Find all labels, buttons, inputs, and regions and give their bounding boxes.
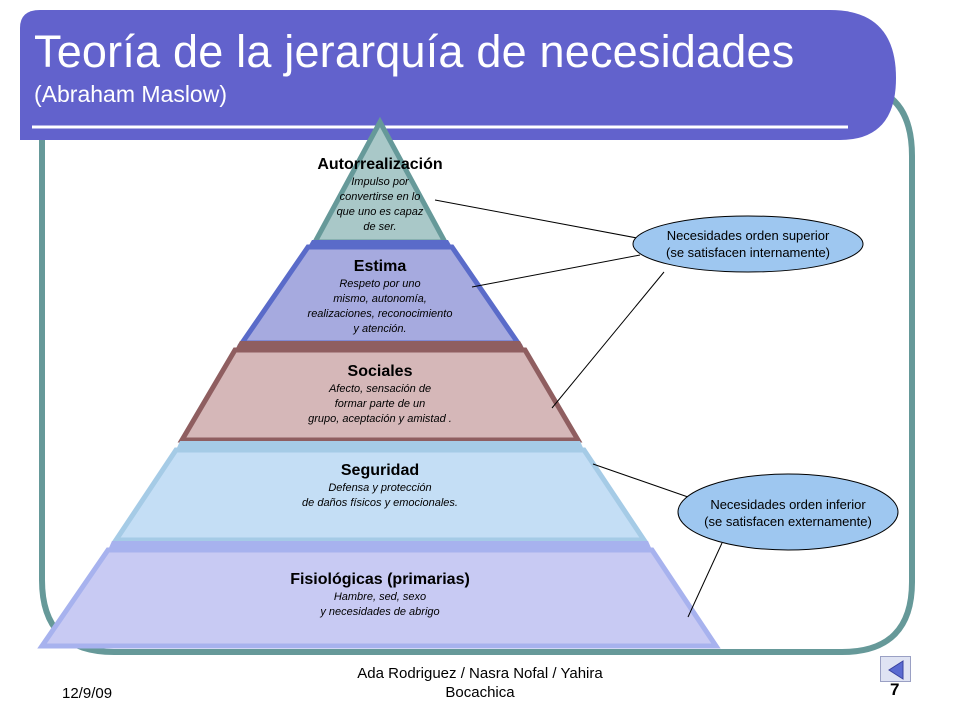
level-2-text: Estima Respeto por uno mismo, autonomía,… bbox=[270, 257, 490, 337]
callout-superior-text: Necesidades orden superior (se satisface… bbox=[638, 227, 858, 261]
pyramid-level-3-sociales bbox=[177, 347, 583, 443]
slide-title: Teoría de la jerarquía de necesidades bbox=[34, 26, 795, 77]
footer-date: 12/9/09 bbox=[62, 685, 113, 702]
footer-authors-line1: Ada Rodriguez / Nasra Nofal / Yahira bbox=[357, 665, 603, 682]
connector-inferior-1 bbox=[592, 463, 689, 498]
level-4-heading: Seguridad bbox=[340, 462, 420, 479]
level-2-heading: Estima bbox=[353, 258, 407, 275]
level-1-line: Impulso por bbox=[351, 176, 409, 188]
level-4-text: Seguridad Defensa y protección de daños … bbox=[240, 461, 520, 511]
triangle-left-icon bbox=[888, 660, 904, 680]
level-5-heading: Fisiológicas (primarias) bbox=[290, 571, 470, 588]
level-3-text: Sociales Afecto, sensación de formar par… bbox=[255, 362, 505, 427]
level-5-line: y necesidades de abrigo bbox=[320, 606, 440, 618]
level-3-line: Afecto, sensación de bbox=[328, 383, 432, 395]
title-block: Teoría de la jerarquía de necesidades (A… bbox=[34, 26, 894, 108]
callout-superior-line1: Necesidades orden superior bbox=[666, 228, 830, 243]
callout-inferior-bubble bbox=[677, 473, 899, 551]
level-3-line: formar parte de un bbox=[334, 398, 426, 410]
connector-superior-1 bbox=[434, 199, 638, 239]
level-1-line: convertirse en lo bbox=[339, 191, 421, 203]
callout-inferior-line1: Necesidades orden inferior bbox=[710, 497, 866, 512]
level-1-text: Autorrealización Impulso por convertirse… bbox=[280, 155, 480, 235]
level-1-line: de ser. bbox=[363, 221, 397, 233]
level-5-text: Fisiológicas (primarias) Hambre, sed, se… bbox=[230, 570, 530, 620]
level-2-line: realizaciones, reconocimiento bbox=[307, 308, 453, 320]
callout-superior-bubble bbox=[632, 215, 864, 273]
pyramid-level-4-seguridad bbox=[111, 447, 649, 543]
previous-slide-button[interactable] bbox=[880, 656, 911, 682]
connector-superior-3 bbox=[551, 271, 665, 409]
level-5-line: Hambre, sed, sexo bbox=[333, 591, 427, 603]
connector-superior-2 bbox=[471, 254, 641, 288]
level-1-heading: Autorrealización bbox=[317, 156, 443, 173]
pyramid-level-5-fisiologicas bbox=[37, 547, 721, 649]
level-2-line: Respeto por uno bbox=[339, 278, 421, 290]
level-4-line: de daños físicos y emocionales. bbox=[302, 497, 458, 509]
level-1-line: que uno es capaz bbox=[336, 206, 424, 218]
callout-inferior-line2: (se satisfacen externamente) bbox=[704, 514, 872, 529]
page-number: 7 bbox=[890, 680, 900, 699]
level-2-line: mismo, autonomía, bbox=[333, 293, 427, 305]
level-2-line: y atención. bbox=[353, 323, 407, 335]
level-3-heading: Sociales bbox=[347, 363, 413, 380]
slide-subtitle: (Abraham Maslow) bbox=[34, 81, 227, 107]
connector-inferior-2 bbox=[687, 542, 723, 618]
title-bar bbox=[20, 10, 896, 140]
callout-inferior-text: Necesidades orden inferior (se satisface… bbox=[678, 496, 898, 530]
level-3-line: grupo, aceptación y amistad . bbox=[308, 413, 452, 425]
footer-authors-line2: Bocachica bbox=[445, 684, 515, 701]
footer-authors: Ada Rodriguez / Nasra Nofal / Yahira Boc… bbox=[330, 664, 630, 702]
callout-superior-line2: (se satisfacen internamente) bbox=[665, 245, 831, 260]
level-4-line: Defensa y protección bbox=[328, 482, 432, 494]
